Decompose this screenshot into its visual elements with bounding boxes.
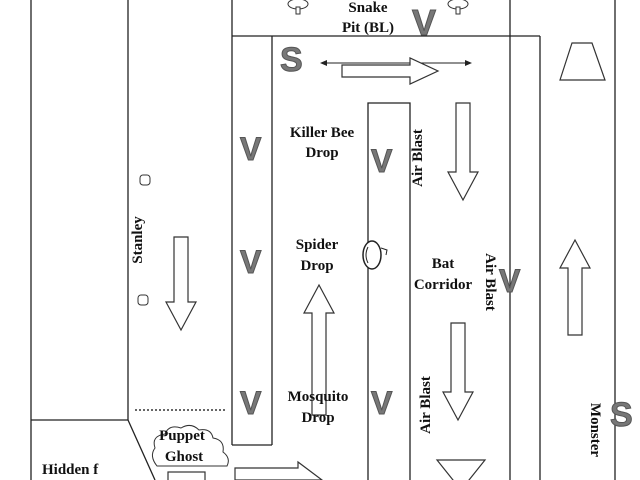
- tree-icon: [287, 0, 309, 15]
- mosquito-label: Drop: [301, 410, 334, 426]
- v-marker: V: [240, 385, 262, 421]
- spider-label: Spider: [296, 237, 339, 253]
- snake-pit-label: Pit (BL): [342, 20, 394, 36]
- s-markers: S S: [280, 41, 634, 435]
- down-triangle-icon: [435, 459, 487, 480]
- up-arrow-icon: [558, 238, 592, 336]
- down-arrow-icon: [164, 236, 198, 332]
- v-marker: V: [499, 263, 521, 299]
- double-arrow: [320, 60, 472, 66]
- monster-label: Monster: [587, 403, 603, 457]
- s-marker: S: [610, 396, 633, 434]
- snake-pit-label: Snake: [348, 0, 388, 16]
- up-arrow-icon: [302, 283, 336, 416]
- air-blast-label: Air Blast: [410, 129, 426, 187]
- small-box: [167, 471, 206, 480]
- s-marker: S: [280, 41, 303, 79]
- v-marker: V: [371, 143, 393, 179]
- mosquito-label: Mosquito: [288, 389, 349, 405]
- cloud-icon: [151, 424, 229, 467]
- right-arrow-icon: [234, 460, 323, 480]
- down-arrow-icon: [446, 102, 480, 202]
- skull-icon: [137, 294, 149, 306]
- v-marker: V: [412, 2, 436, 43]
- v-marker: V: [240, 131, 262, 167]
- right-arrow-icon: [341, 57, 440, 85]
- v-markers: V V V V V V V: [240, 2, 522, 422]
- walls: [30, 0, 616, 480]
- spider-label: Drop: [300, 258, 333, 274]
- tree-icon: [447, 0, 469, 15]
- down-arrow-icon: [441, 322, 475, 422]
- air-blast-label: Air Blast: [418, 376, 434, 434]
- v-marker: V: [371, 385, 393, 421]
- bat-corridor-label: Bat: [432, 256, 455, 272]
- killer-bee-label: Killer Bee: [290, 125, 355, 141]
- air-blast-label: Air Blast: [482, 253, 498, 311]
- pumpkin-icon: [362, 240, 388, 270]
- bat-corridor-label: Corridor: [414, 277, 473, 293]
- hidden-label: Hidden f: [42, 462, 99, 478]
- stanley-label: Stanley: [130, 216, 146, 264]
- puppet-ghost-label: Ghost: [165, 449, 203, 465]
- killer-bee-label: Drop: [305, 145, 338, 161]
- v-marker: V: [240, 244, 262, 280]
- puppet-ghost-label: Puppet: [159, 428, 205, 444]
- trapezoid-icon: [559, 42, 606, 81]
- skull-icon: [139, 174, 151, 186]
